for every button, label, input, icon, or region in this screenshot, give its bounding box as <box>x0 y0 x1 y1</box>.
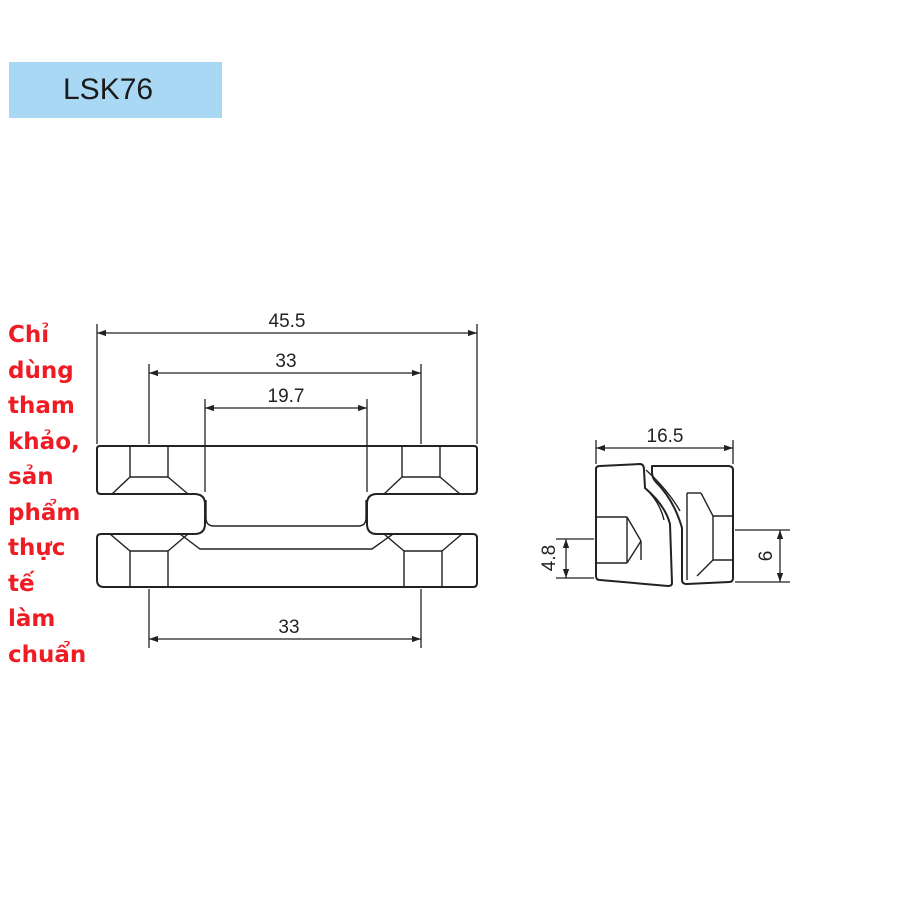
dimension-side-width: 16.5 <box>595 426 734 464</box>
note-line: sản <box>8 464 54 490</box>
dimension-label: 33 <box>278 617 299 638</box>
dimension-upper-hole-spacing: 33 <box>148 351 422 444</box>
side-right-countersink <box>686 492 733 580</box>
dimension-lower-hole-spacing: 33 <box>148 589 422 648</box>
note-line: khảo, <box>8 428 80 455</box>
front-view-outline <box>96 445 478 588</box>
upper-right-countersink <box>383 446 461 495</box>
lower-recess <box>179 533 394 550</box>
part-number-title: LSK76 <box>63 73 154 106</box>
front-view: 45.5 33 19.7 33 <box>96 311 478 648</box>
note-line: dùng <box>8 357 74 384</box>
note-line: tế <box>8 570 35 597</box>
note-line: phẩm <box>8 499 81 526</box>
note-line: tham <box>8 393 75 419</box>
title-box: LSK76 <box>9 62 222 118</box>
lower-left-countersink <box>109 533 189 587</box>
side-left-countersink <box>597 516 642 564</box>
note-line: chuẩn <box>8 641 87 668</box>
slot-bottom-edge <box>205 500 367 527</box>
dimension-slot-width: 19.7 <box>204 386 368 492</box>
upper-left-countersink <box>111 446 189 495</box>
note-line: thực <box>8 535 66 561</box>
side-left-piece-outline <box>595 463 673 587</box>
dimension-label: 19.7 <box>268 386 305 407</box>
dimension-label: 45.5 <box>269 311 306 332</box>
dimension-side-left-height: 4.8 <box>539 538 594 579</box>
lower-right-countersink <box>383 533 463 587</box>
disclaimer-note: Chỉ dùng tham khảo, sản phẩm thực tế làm… <box>8 318 98 673</box>
note-line: làm <box>8 606 56 632</box>
side-curved-profile <box>645 469 681 512</box>
note-line: Chỉ <box>8 322 50 348</box>
dimension-label: 4.8 <box>539 545 560 571</box>
dimension-label: 33 <box>275 351 296 372</box>
side-view: 16.5 4.8 6 <box>539 426 790 587</box>
dimension-label: 16.5 <box>647 426 684 447</box>
dimension-label: 6 <box>756 551 777 562</box>
side-curved-profile-inner <box>644 487 665 521</box>
dimension-overall-width: 45.5 <box>96 311 478 444</box>
side-right-piece-outline <box>651 465 734 585</box>
dimension-side-right-height: 6 <box>735 529 790 583</box>
